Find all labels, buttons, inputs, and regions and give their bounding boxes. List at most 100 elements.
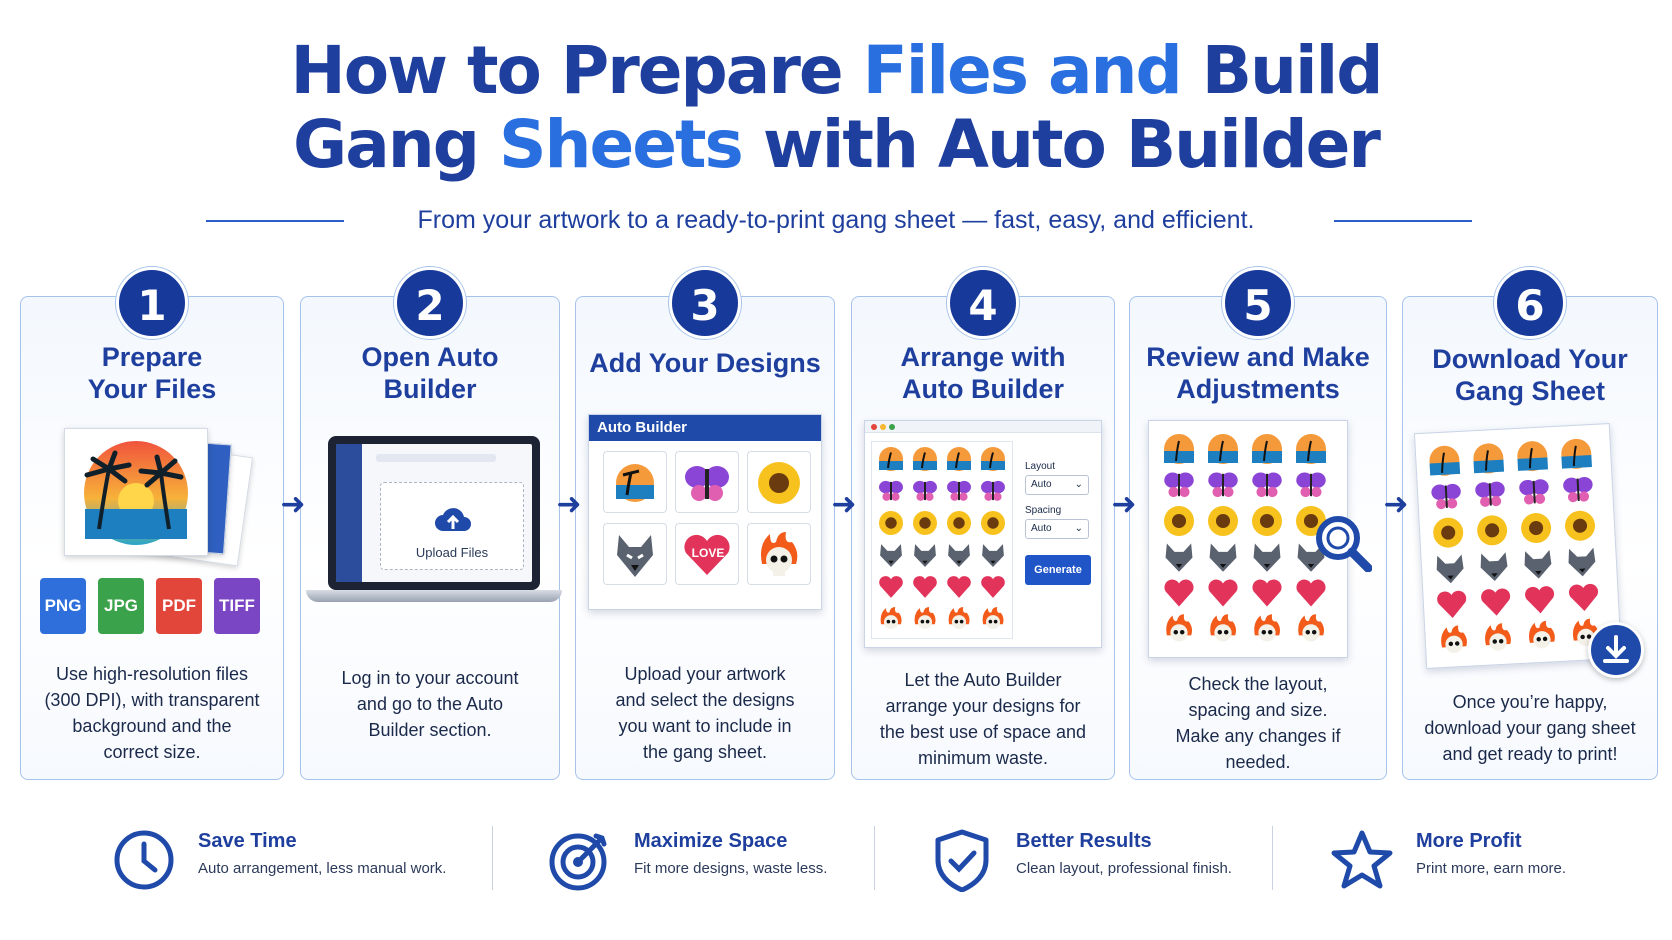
step-title: Review and Make Adjustments: [1146, 342, 1370, 404]
arrange-sheet-preview: [871, 441, 1013, 639]
sunflower-icon: [879, 511, 903, 535]
flaming-skull-icon: [914, 607, 936, 630]
feature-maximize-space: Maximize Space Fit more designs, waste l…: [548, 824, 878, 891]
star-icon: [1331, 830, 1393, 889]
heart-icon: [879, 576, 903, 598]
step-description: Use high-resolution files (300 DPI), wit…: [44, 664, 260, 762]
heart-icon: [981, 576, 1005, 598]
title-accent: Files and: [862, 32, 1183, 109]
divider: [492, 826, 493, 890]
design-tile-sunset[interactable]: [603, 451, 667, 513]
app-sidebar: [336, 444, 362, 582]
feature-title: More Profit: [1416, 830, 1522, 852]
butterfly-icon: [981, 480, 1005, 501]
sunset-icon: [1164, 434, 1194, 464]
flaming-skull-icon: [948, 607, 970, 630]
butterfly-icon: [879, 480, 903, 501]
shield-check-icon: [935, 829, 989, 892]
jpg-file-icon: JPG: [98, 578, 144, 634]
sunflower-icon: [758, 462, 800, 504]
layout-value: Auto: [1031, 479, 1052, 490]
wolf-icon: [1524, 549, 1552, 579]
flaming-skull-icon: [982, 607, 1004, 630]
tiff-file-icon: TIFF: [214, 578, 260, 634]
window-dot-icon: [880, 424, 886, 430]
step-number-badge: 2: [394, 267, 466, 339]
sunset-icon: [1517, 441, 1549, 472]
wolf-icon: [880, 544, 902, 567]
png-file-icon: PNG: [40, 578, 86, 634]
upload-dropzone[interactable]: Upload Files: [380, 482, 524, 570]
design-tile-flaming-skull[interactable]: [747, 523, 811, 585]
heart-icon: [1164, 579, 1194, 607]
step-title: Add Your Designs: [589, 348, 821, 378]
spacing-value: Auto: [1031, 523, 1052, 534]
arrow-right-icon: ➜: [1111, 488, 1137, 521]
sunflower-icon: [947, 511, 971, 535]
layout-select[interactable]: Auto⌄: [1025, 475, 1089, 495]
step-description: Let the Auto Builder arrange your design…: [879, 670, 1087, 768]
feature-description: Clean layout, professional finish.: [1016, 860, 1232, 877]
step-description: Check the layout, spacing and size. Make…: [1175, 674, 1341, 772]
title-accent: Sheets: [498, 106, 744, 183]
wolf-icon: [617, 535, 653, 577]
sunset-icon: [1208, 434, 1238, 464]
wolf-icon: [1209, 543, 1237, 572]
chevron-down-icon: ⌄: [1074, 523, 1083, 534]
sunflower-icon: [1565, 510, 1596, 541]
wolf-icon: [1480, 552, 1508, 581]
sunset-icon: [947, 447, 971, 471]
cloud-upload-icon: [435, 508, 471, 531]
heart-icon: [1525, 586, 1555, 614]
feature-more-profit: More Profit Print more, earn more.: [1330, 824, 1630, 889]
flaming-skull-icon: [1254, 614, 1281, 642]
feature-description: Print more, earn more.: [1416, 860, 1567, 877]
sunset-icon: [1473, 443, 1505, 474]
design-tile-wolf[interactable]: [603, 523, 667, 585]
wolf-icon: [1436, 554, 1464, 584]
download-button[interactable]: [1588, 622, 1644, 678]
title-line-2: Gang Sheets with Auto Builder: [0, 108, 1672, 182]
wolf-icon: [1568, 547, 1596, 577]
wolf-icon: [914, 544, 936, 567]
title-part: How to Prepare: [290, 32, 863, 109]
arrow-right-icon: ➜: [556, 488, 582, 521]
target-icon: [549, 833, 607, 891]
sunflower-icon: [981, 511, 1005, 535]
butterfly-icon: [1208, 472, 1238, 498]
flaming-skull-icon: [880, 607, 902, 630]
window-dot-icon: [889, 424, 895, 430]
design-tile-love-heart[interactable]: LOVE: [675, 523, 739, 585]
spacing-label: Spacing: [1025, 505, 1062, 516]
generate-button[interactable]: Generate: [1025, 555, 1091, 585]
app-window: Upload Files: [336, 444, 532, 582]
sunset-icon: [1561, 438, 1592, 469]
design-tile-sunflower[interactable]: [747, 451, 811, 513]
design-tile-butterfly[interactable]: [675, 451, 739, 513]
title-part: Build: [1180, 32, 1384, 109]
step-description: Once you’re happy, download your gang sh…: [1424, 692, 1636, 764]
feature-save-time: Save Time Auto arrangement, less manual …: [112, 824, 472, 890]
arrange-window: Layout Auto⌄ Spacing Auto⌄ Generate: [864, 420, 1102, 648]
sunset-icon: [1296, 434, 1326, 464]
spacing-select[interactable]: Auto ⌄: [1025, 519, 1089, 539]
sunflower-icon: [1477, 515, 1508, 546]
heart-icon: [1296, 579, 1326, 607]
butterfly-icon: [685, 466, 729, 501]
heart-icon: [684, 534, 730, 575]
sunset-icon: [879, 447, 903, 471]
sunflower-icon: [1252, 506, 1282, 536]
love-text: LOVE: [691, 546, 725, 560]
pdf-file-icon: PDF: [156, 578, 202, 634]
butterfly-icon: [1475, 481, 1505, 507]
heart-icon: [1252, 579, 1282, 607]
subtitle-rule-left: [206, 220, 344, 222]
sunflower-icon: [1433, 517, 1464, 548]
palm-sunset-icon: [84, 441, 188, 545]
arrow-right-icon: ➜: [1383, 488, 1409, 521]
butterfly-icon: [913, 480, 937, 501]
heart-icon: [1481, 588, 1511, 616]
step-description: Upload your artwork and select the desig…: [615, 664, 795, 762]
sunset-icon: [1429, 445, 1461, 476]
subtitle-rule-right: [1334, 220, 1472, 222]
